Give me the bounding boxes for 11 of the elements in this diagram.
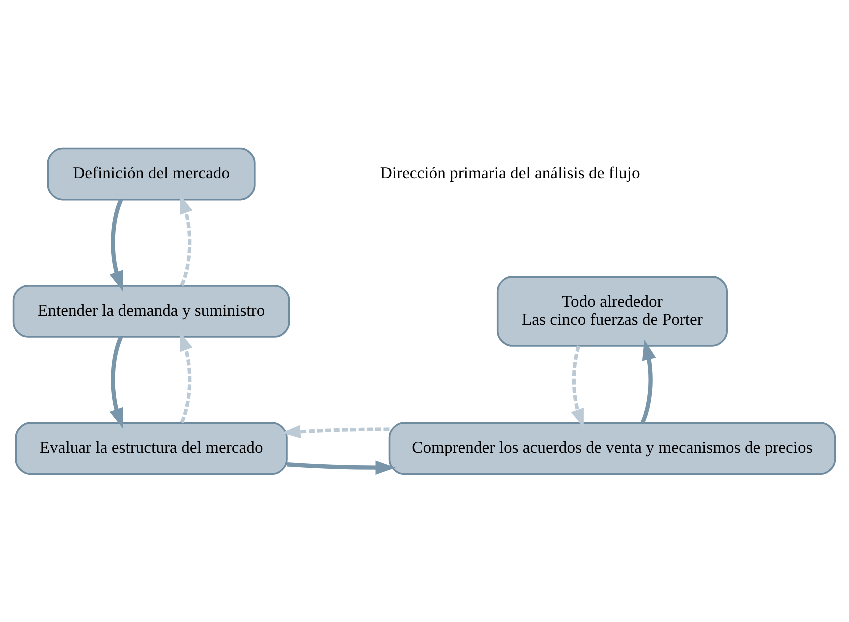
arrow [110,336,124,428]
label: Dirección primaria del análisis de flujo [380,163,640,182]
arrow [110,198,124,292]
node-box: Evaluar la estructura del mercado [15,422,288,475]
arrow [282,424,390,438]
arrow [286,460,396,474]
node-box: Comprender los acuerdos de venta y mecanismos de precios [388,422,836,475]
node-box: Entender la demanda y suministro [12,284,290,338]
arrow [640,339,656,424]
node-box: Todo alrededor Las cinco fuerzas de Porter [496,276,728,346]
node-box: Definición del mercado [47,147,256,200]
